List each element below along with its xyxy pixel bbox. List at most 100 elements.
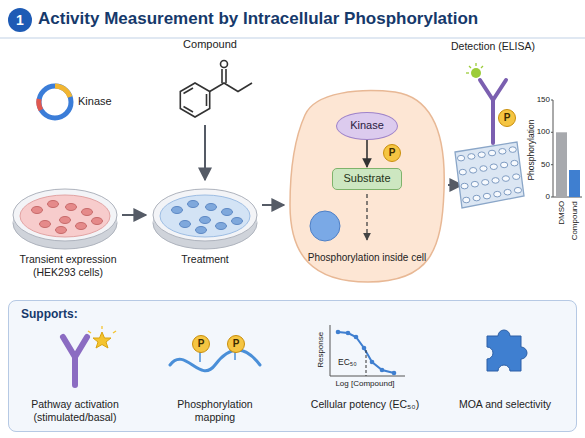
step-number: 1 (8, 8, 32, 32)
puzzle-icon (487, 330, 527, 371)
bond (234, 352, 236, 360)
nucleus (310, 211, 340, 241)
cell (216, 223, 227, 230)
node-text: P (504, 112, 511, 124)
cell (32, 207, 43, 214)
cell (206, 204, 217, 211)
well (514, 187, 521, 193)
phospho-circle: P (192, 335, 210, 353)
cell (180, 221, 191, 228)
compound-structure (180, 61, 252, 118)
well (471, 181, 478, 187)
well (499, 149, 506, 155)
text-label: Log [Compound] (323, 379, 407, 389)
well (494, 191, 501, 197)
well (504, 189, 511, 195)
culture-dish (153, 189, 257, 249)
well (470, 168, 477, 174)
cell (232, 218, 243, 225)
node-text: Supports: (21, 307, 78, 321)
phospho-circle: P (383, 144, 401, 162)
text-label: Response (316, 332, 326, 368)
well-plate (455, 142, 524, 208)
well (461, 183, 468, 189)
node-text: Kinase (350, 119, 384, 132)
text-label: Compound (170, 38, 250, 51)
well (463, 197, 470, 203)
node-text: P (389, 147, 396, 159)
cell (222, 209, 233, 216)
substrate-box: Substrate (332, 168, 402, 190)
connector-arrow (366, 140, 368, 167)
cell (76, 223, 87, 230)
text-label: Phosphorylation mapping (160, 398, 270, 423)
title: Activity Measurement by Intracellular Ph… (38, 9, 478, 29)
header-rule (0, 37, 585, 39)
panel-ground (8, 300, 577, 432)
text-label: Pathway activation (stimulated/basal) (10, 398, 140, 423)
cell (82, 209, 93, 216)
dose-response-chart (330, 325, 405, 376)
cell (188, 201, 199, 208)
cell (172, 207, 183, 214)
well (459, 169, 466, 175)
kinase-ellipse: Kinase (336, 112, 398, 140)
text-label: DMSO (557, 201, 567, 225)
node-text: 1 (16, 12, 24, 29)
cell (48, 201, 59, 208)
plasmid-icon (39, 86, 71, 118)
text-label: Kinase (78, 95, 112, 108)
text-label: EC₅₀ (338, 357, 357, 367)
cell-outline (290, 91, 444, 282)
well (502, 176, 509, 182)
well (492, 178, 499, 184)
node-text: P (198, 338, 205, 350)
well (501, 162, 508, 168)
text-label: 100 (537, 127, 550, 137)
culture-dish (13, 189, 117, 249)
dashed-arrow (366, 194, 367, 240)
cell (196, 227, 207, 234)
cell-cluster (32, 201, 103, 234)
antibody (466, 63, 506, 143)
well (473, 195, 480, 201)
well (511, 160, 518, 166)
cell (60, 217, 71, 224)
bond (199, 352, 201, 362)
well (513, 174, 520, 180)
text-label: 0 (546, 192, 550, 202)
text-label: 50 (541, 160, 550, 170)
bar-chart (551, 100, 582, 197)
text-label: MOA and selectivity (450, 398, 560, 411)
node-text: Substrate (343, 172, 390, 185)
cell (200, 217, 211, 224)
well (482, 180, 489, 186)
peptide-chain (170, 350, 260, 371)
node-text: P (233, 338, 240, 350)
well (468, 154, 475, 160)
phospho-circle: P (498, 109, 516, 127)
phospho-circle: P (227, 335, 245, 353)
plate-wells (457, 147, 521, 203)
well (488, 150, 495, 156)
cell-cluster (172, 201, 243, 234)
cell (40, 221, 51, 228)
node-text: Phosphorylation inside cell (308, 252, 426, 264)
text-label: Cellular potency (EC₅₀) (310, 398, 420, 411)
well (490, 164, 497, 170)
well (457, 155, 464, 161)
text-label: 150 (537, 95, 550, 105)
cell: Phosphorylation inside cell KinaseP Substr… (288, 88, 446, 284)
receptor-icon (63, 326, 116, 385)
cell (56, 227, 67, 234)
text-label: Phosphorylation (526, 120, 536, 181)
text-label: Compound (570, 201, 580, 240)
text-label: Detection (ELISA) (441, 40, 545, 53)
cell (66, 204, 77, 211)
well (509, 147, 516, 153)
cell (92, 218, 103, 225)
well (478, 152, 485, 158)
text-label: Treatment (160, 253, 250, 266)
